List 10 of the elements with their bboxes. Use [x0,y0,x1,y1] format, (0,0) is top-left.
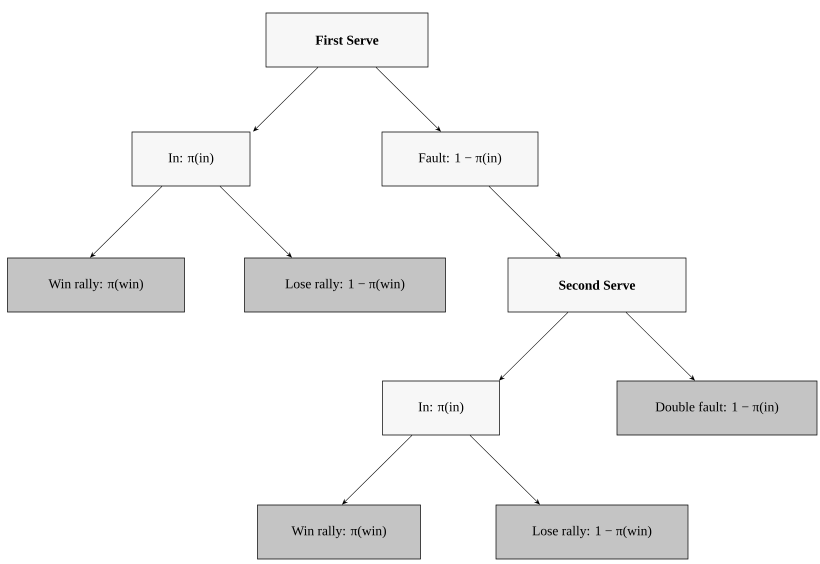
outcome-box: Lose rally: 1 − π(win) [496,504,688,560]
process-box: In: π(in) [132,132,250,186]
outcome-box: Double fault: 1 − π(in) [616,380,818,436]
process-box: First Serve [266,12,428,68]
process-box: Fault: 1 − π(in) [382,132,538,186]
process-box: In: π(in) [382,380,500,436]
outcome-box: Win rally: π(win) [7,258,185,312]
outcome-box: Win rally: π(win) [257,504,421,560]
outcome-box: Lose rally: 1 − π(win) [244,258,446,312]
process-box: Second Serve [508,258,686,312]
